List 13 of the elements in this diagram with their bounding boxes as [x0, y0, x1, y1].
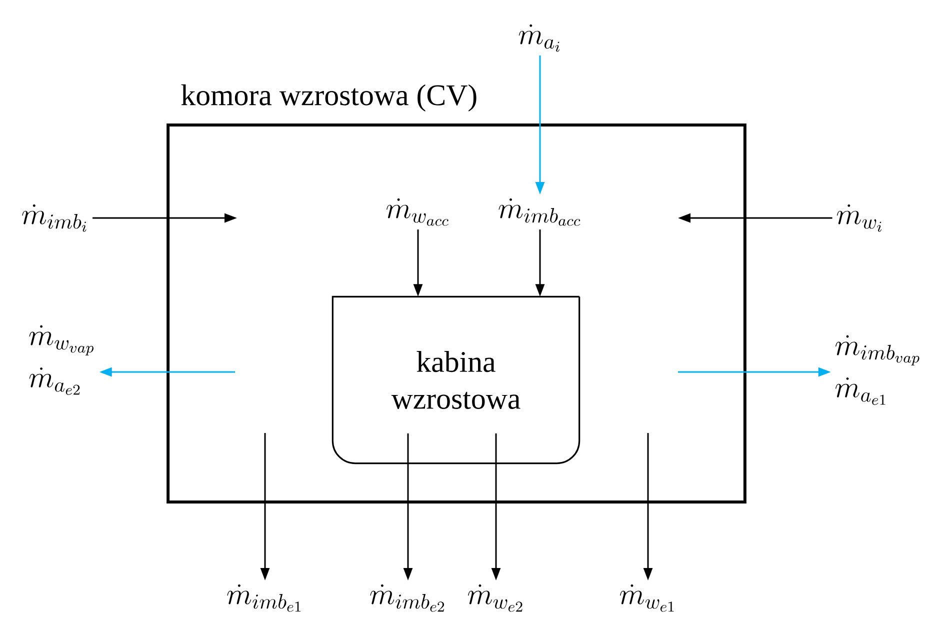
flow-label: $\dot{m}_{imb_{e2}}$: [370, 584, 444, 612]
flow-label: $\dot{m}_{w_{acc}}$: [386, 198, 448, 226]
cabin-box: kabina wzrostowa: [332, 296, 580, 464]
flow-labels: $\dot{m}_{w_{vap}}$ $\dot{m}_{a_{e2}}$: [29, 325, 94, 395]
flow-label: $\dot{m}_{w_i}$: [836, 204, 882, 232]
flow-label: $\dot{m}_{imb_{acc}}$: [498, 198, 580, 226]
box-heading: komora wzrostowa (CV): [181, 84, 476, 112]
flow-label: $\dot{m}_{w_{e2}}$: [468, 584, 522, 612]
flow-label: $\dot{m}_{w_{e1}}$: [620, 584, 674, 612]
flow-label: $\dot{m}_{imb_i}$: [22, 204, 86, 232]
flow-label: $\dot{m}_{a_i}$: [518, 24, 560, 52]
flow-labels: $\dot{m}_{imb_{vap}}$ $\dot{m}_{a_{e1}}$: [836, 335, 920, 405]
flow-label: $\dot{m}_{imb_{e1}}$: [227, 584, 301, 612]
